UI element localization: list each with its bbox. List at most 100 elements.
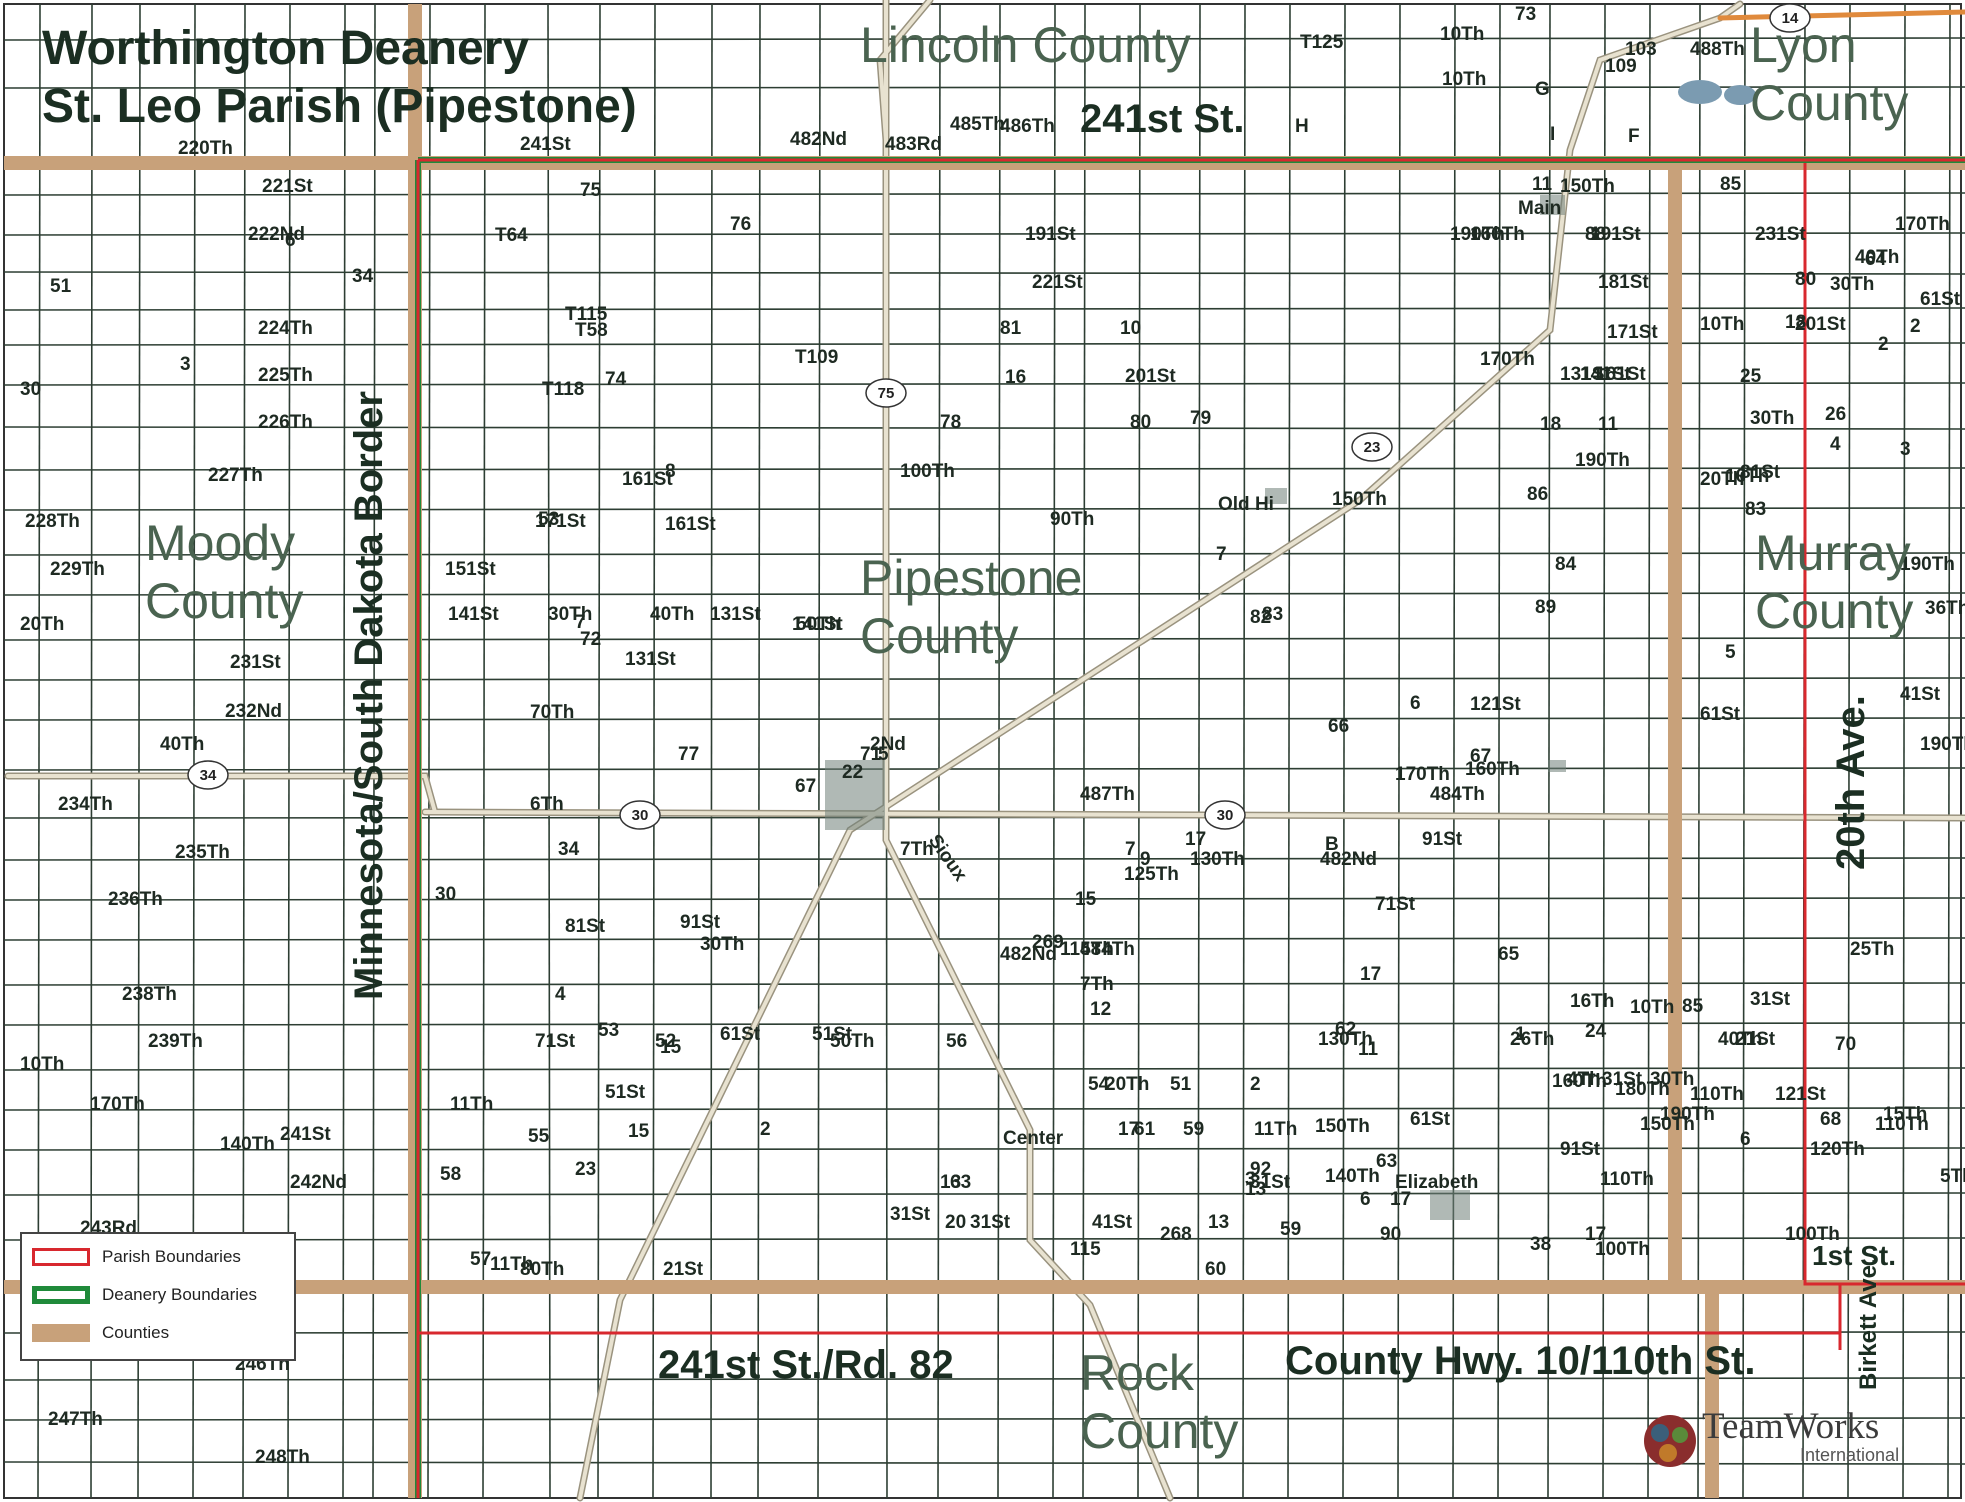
road-label: 81St [1740,462,1781,483]
road-label: 11Th [450,1094,493,1115]
road-label: 57 [470,1249,491,1270]
road-label: 115Th [1060,939,1114,960]
road-label: 6Th [530,794,564,815]
road-label: 222Nd [248,224,305,245]
road-label: 7 [575,612,586,633]
road-label: 11 [1598,414,1619,435]
road-label: 81St [565,916,606,937]
road-label: 171St [535,511,586,532]
road-label: 20Th [20,614,64,635]
road-label: 141St [792,614,843,635]
road-label: 63 [950,1172,971,1193]
road-label: 229Th [50,559,105,580]
road-label: 130Th [1318,1029,1373,1050]
road-label: 30Th [1750,408,1794,429]
road-label: 231St [230,652,281,673]
road-label: 83 [1745,499,1766,520]
road-label: 31St [890,1204,931,1225]
road-label: 61St [1700,704,1741,725]
road-label: 31St [1602,1069,1643,1090]
road-label: 150Th [1315,1116,1370,1137]
road-label: 80 [1130,412,1151,433]
road-label: 41St [1900,684,1941,705]
road-label: 63 [1376,1151,1397,1172]
road-label: 17 [1390,1189,1411,1210]
legend-swatch-deanery [32,1286,90,1304]
road-label: 231St [1755,224,1806,245]
road-label: 82 [1250,607,1271,628]
road-label: 83 [1262,604,1283,625]
road-label: 90Th [1050,509,1094,530]
road-label: 248Th [255,1447,310,1468]
road-label: 1 [1515,1024,1526,1045]
highways [4,0,1965,1502]
road-label: 68 [1820,1109,1841,1130]
road-label: T109 [795,347,838,368]
road-label: 31St [1750,989,1791,1010]
parish-boundary [416,158,1965,1498]
road-label: 10Th [1725,466,1769,487]
road-label: 59 [1280,1219,1301,1240]
road-label: 36Th [1925,598,1965,619]
road-label: 482Nd [1320,849,1377,870]
road-label: T118 [542,379,584,400]
legend-label-parish: Parish Boundaries [102,1247,241,1266]
road-label: 483Rd [885,134,942,155]
legend-label-counties: Counties [102,1323,170,1342]
road-label: 7Th [1080,974,1114,995]
road-label: 170Th [1480,349,1535,370]
road-label: 6 [1740,1129,1751,1150]
road-label: T125 [1300,32,1344,53]
county-name-pipestone: County [860,608,1018,664]
road-label: 91St [1560,1139,1601,1160]
road-label: 121St [1775,1084,1826,1105]
road-label: 71St [1375,894,1416,915]
road-label: 150Th [1560,176,1615,197]
highway-shield: 34 [187,760,229,790]
road-label: 10 [1120,318,1141,339]
road-label: 100Th [900,461,955,482]
road-label: 2 [760,1119,771,1140]
road-label: 85 [1682,996,1704,1017]
road-label: 40Th [650,604,694,625]
road-label: 160Th [1552,1071,1607,1092]
county-name-lincoln: Lincoln County [860,17,1191,73]
logo-subtitle: International [1800,1445,1900,1465]
road-label: 40Th [1718,1029,1762,1050]
road-label: 2Nd [870,734,906,755]
road-label: 62 [1335,1019,1356,1040]
highway-shield: 30 [619,800,661,830]
road-label: 2 [1878,334,1889,355]
road-label: 238Th [122,984,177,1005]
map-title: Worthington Deanery St. Leo Parish (Pipe… [42,22,637,133]
road-label: 16Th [1570,991,1614,1012]
highway-shield-label: 30 [632,807,649,824]
road-label: 86 [1527,484,1548,505]
road-label: 181St [1598,272,1649,293]
road-label: 40Th [1855,247,1899,268]
road-label: 61St [720,1024,761,1045]
road-label: 65 [1498,944,1520,965]
legend: Parish Boundaries Deanery Boundaries Cou… [20,1232,296,1361]
road-label: 190Th [1660,1104,1715,1125]
road-label: 141St [448,604,499,625]
road-label: 15Th [1883,1104,1927,1125]
road-label: 90 [1380,1224,1401,1245]
road-label: 89 [1535,597,1556,618]
road-label: 2 [1250,1074,1261,1095]
road-label: 201St [1125,366,1176,387]
place-label: Center [1003,1128,1064,1149]
road-label: 241St [520,134,571,155]
road-label: 30Th [700,934,744,955]
road-label: 224Th [258,318,313,339]
road-label: 140Th [220,1134,275,1155]
road-label: 61St [1410,1109,1451,1130]
road-label: 13 [940,1172,961,1193]
road-label: 74 [605,369,627,390]
road-label: 16 [1005,367,1026,388]
road-label: 482Nd [790,129,847,150]
road-label: 170Th [90,1094,145,1115]
road-label: 131St [625,649,676,670]
